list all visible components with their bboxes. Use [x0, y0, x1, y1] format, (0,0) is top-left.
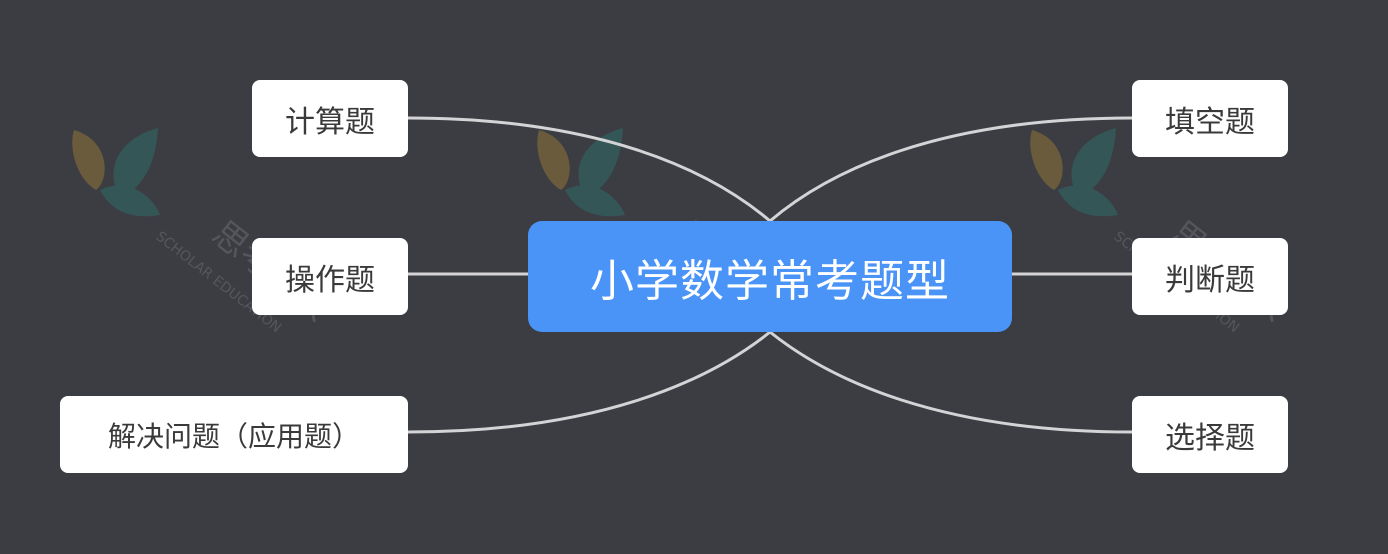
branch-label: 判断题 — [1165, 262, 1255, 298]
connector-choice — [769, 330, 1133, 434]
branch-label: 填空题 — [1165, 104, 1255, 140]
branch-label: 选择题 — [1165, 420, 1255, 456]
branch-node-application[interactable]: 解决问题（应用题） — [60, 396, 408, 473]
branch-node-operation[interactable]: 操作题 — [252, 238, 408, 315]
center-topic-node[interactable]: 小学数学常考题型 — [528, 221, 1012, 332]
branch-node-judgement[interactable]: 判断题 — [1132, 238, 1288, 315]
branch-node-fill-blank[interactable]: 填空题 — [1132, 80, 1288, 157]
branch-node-choice[interactable]: 选择题 — [1132, 396, 1288, 473]
connector-application — [407, 330, 771, 434]
branch-node-calculation[interactable]: 计算题 — [252, 80, 408, 157]
connector-calc — [407, 116, 771, 223]
connector-fill-blank — [769, 116, 1133, 223]
branch-label: 计算题 — [285, 104, 375, 140]
center-topic-label: 小学数学常考题型 — [590, 255, 950, 307]
branch-label: 操作题 — [285, 262, 375, 298]
branch-label: 解决问题（应用题） — [107, 419, 360, 453]
